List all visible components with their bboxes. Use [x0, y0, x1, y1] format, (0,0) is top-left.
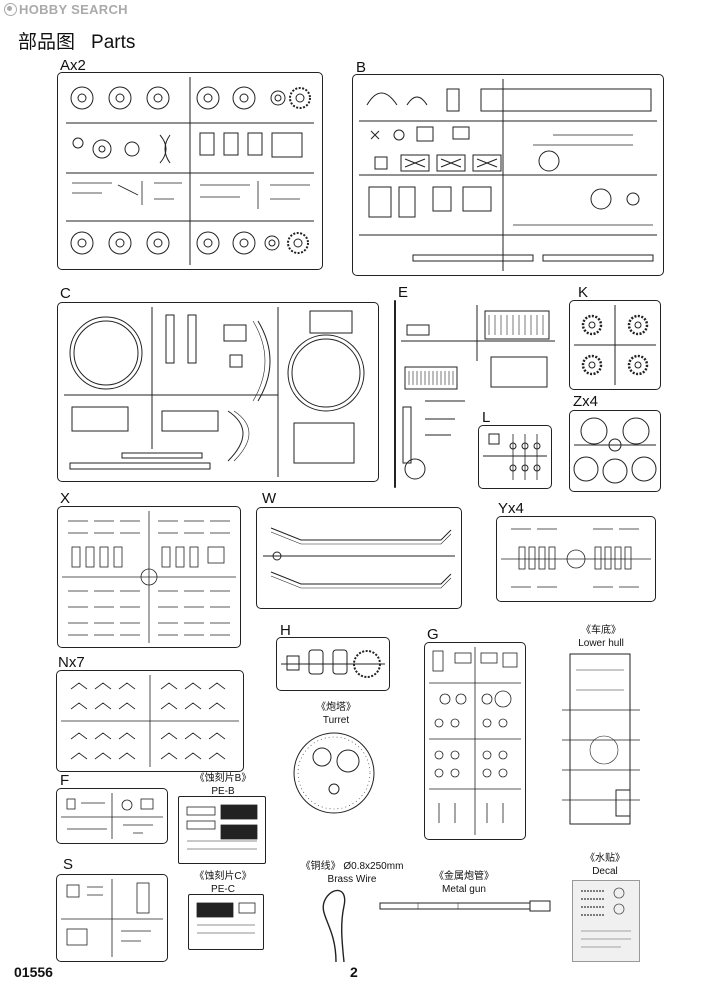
label-sprue-x: X: [60, 490, 71, 507]
sprue-a-frame: [57, 72, 323, 270]
label-sprue-z: Zx4: [573, 393, 599, 410]
sprue-g-drawing: [429, 647, 521, 835]
sprue-f-drawing: [61, 793, 163, 839]
hobby-search-watermark: HOBBY SEARCH: [4, 2, 128, 17]
footer-page-number: 2: [350, 964, 358, 980]
sprue-h-frame: [276, 637, 390, 691]
sprue-e-frame: [394, 300, 555, 488]
caption-pe-c: 《蚀刻片C》 PE-C: [194, 871, 252, 895]
label-sprue-s: S: [63, 856, 74, 873]
sprue-h-drawing: [281, 649, 385, 678]
label-sprue-l: L: [482, 409, 491, 426]
label-sprue-w: W: [262, 490, 277, 507]
sprue-k-drawing: [574, 305, 656, 385]
sprue-c-drawing: [64, 307, 365, 477]
road-wheels-top: [70, 86, 311, 110]
label-sprue-f: F: [60, 772, 70, 789]
label-sprue-g: G: [427, 626, 439, 643]
title-en: Parts: [91, 32, 136, 53]
sprue-x-small-parts: [68, 520, 230, 636]
label-sprue-y: Yx4: [498, 500, 524, 517]
title-cn: 部品图: [18, 32, 76, 53]
sprue-y-frame: [496, 516, 656, 602]
label-sprue-n: Nx7: [58, 654, 85, 671]
caption-brass-wire: 《铜线》 Ø0.8x250mm Brass Wire: [300, 861, 404, 885]
parts-row-2: [72, 132, 303, 164]
sprue-s-drawing: [61, 879, 163, 957]
turret-drawing: [292, 727, 376, 819]
brass-wire-drawing: [312, 884, 368, 964]
sprue-b-frame: [352, 74, 664, 276]
sprue-l-drawing: [483, 433, 547, 480]
road-wheels-bottom: [70, 231, 309, 255]
sprue-x-drawing: [62, 511, 236, 643]
pe-c-fret: [188, 894, 264, 950]
label-sprue-c: C: [60, 285, 71, 302]
label-sprue-e: E: [398, 284, 409, 301]
label-sprue-b: B: [356, 59, 367, 76]
sprue-x-frame: [57, 506, 241, 648]
lower-hull-drawing: [558, 650, 644, 828]
sprue-g-frame: [424, 642, 526, 840]
label-sprue-h: H: [280, 622, 291, 639]
metal-gun-drawing: [378, 898, 554, 914]
caption-decal: 《水贴》 Decal: [585, 853, 625, 877]
sprue-n-drawing: [61, 675, 239, 767]
page-title: 部品图 Parts: [18, 27, 151, 54]
caption-pe-b: 《蚀刻片B》 PE-B: [194, 773, 252, 797]
caption-turret: 《炮塔》 Turret: [316, 702, 356, 726]
sprue-s-frame: [56, 874, 168, 962]
sprue-e-drawing: [401, 305, 555, 480]
footer-product-code: 01556: [14, 964, 53, 980]
sprue-n-frame: [56, 670, 244, 772]
sprue-k-frame: [569, 300, 661, 390]
sprue-y-drawing: [501, 528, 651, 588]
caption-lower-hull: 《车底》 Lower hull: [578, 625, 624, 649]
pe-b-fret: [178, 796, 266, 864]
sprue-l-frame: [478, 425, 552, 489]
sprue-b-drawing: [359, 79, 657, 271]
sprue-w-drawing: [263, 527, 455, 589]
decal-sheet: [572, 880, 640, 962]
sprue-z-frame: [569, 410, 661, 492]
watermark-logo-icon: [4, 3, 17, 16]
parts-row-3: [72, 181, 310, 209]
sprue-f-frame: [56, 788, 168, 844]
sprue-w-frame: [256, 507, 462, 609]
caption-metal-gun: 《金属炮管》 Metal gun: [434, 871, 494, 895]
label-sprue-a: Ax2: [60, 57, 86, 74]
label-sprue-k: K: [578, 284, 589, 301]
sprue-a-drawing: [66, 77, 314, 265]
sprue-z-drawing: [573, 417, 657, 484]
sprue-c-frame: [57, 302, 379, 482]
